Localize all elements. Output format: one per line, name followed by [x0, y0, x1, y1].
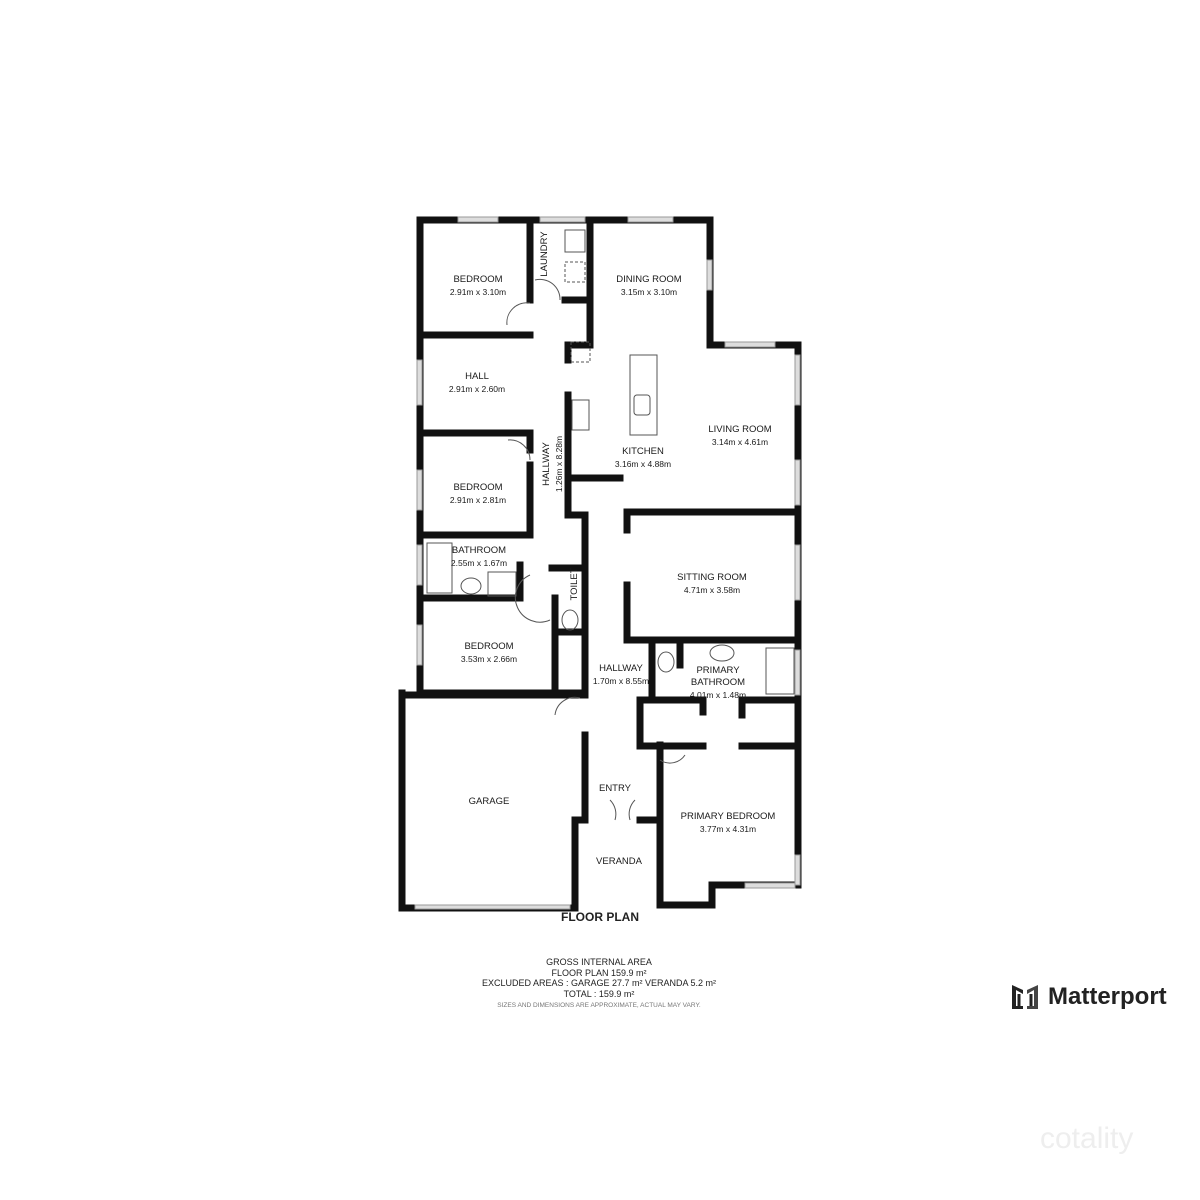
- area-summary: GROSS INTERNAL AREA FLOOR PLAN 159.9 m² …: [482, 957, 716, 1012]
- area-excluded: EXCLUDED AREAS : GARAGE 27.7 m² VERANDA …: [481, 978, 717, 988]
- area-disclaimer: SIZES AND DIMENSIONS ARE APPROXIMATE, AC…: [497, 1002, 701, 1009]
- room-label-veranda: VERANDA: [596, 856, 642, 867]
- room-label-toilet: TOILET: [569, 567, 580, 601]
- room-label-laundry: LAUNDRY: [539, 231, 550, 277]
- room-label-entry: ENTRY: [598, 783, 632, 794]
- cotality-watermark: cotality: [1040, 1122, 1134, 1155]
- matterport-logo-text: Matterport: [1048, 983, 1167, 1010]
- area-total: TOTAL : 159.9 m²: [563, 988, 635, 999]
- matterport-logo: Matterport: [1010, 982, 1167, 1012]
- area-heading: GROSS INTERNAL AREA: [546, 957, 652, 967]
- matterport-logo-icon: [1012, 985, 1038, 1009]
- plan-title: FLOOR PLAN: [561, 910, 639, 924]
- area-floor-plan: FLOOR PLAN 159.9 m²: [551, 967, 647, 978]
- room-label-garage: GARAGE: [468, 796, 510, 807]
